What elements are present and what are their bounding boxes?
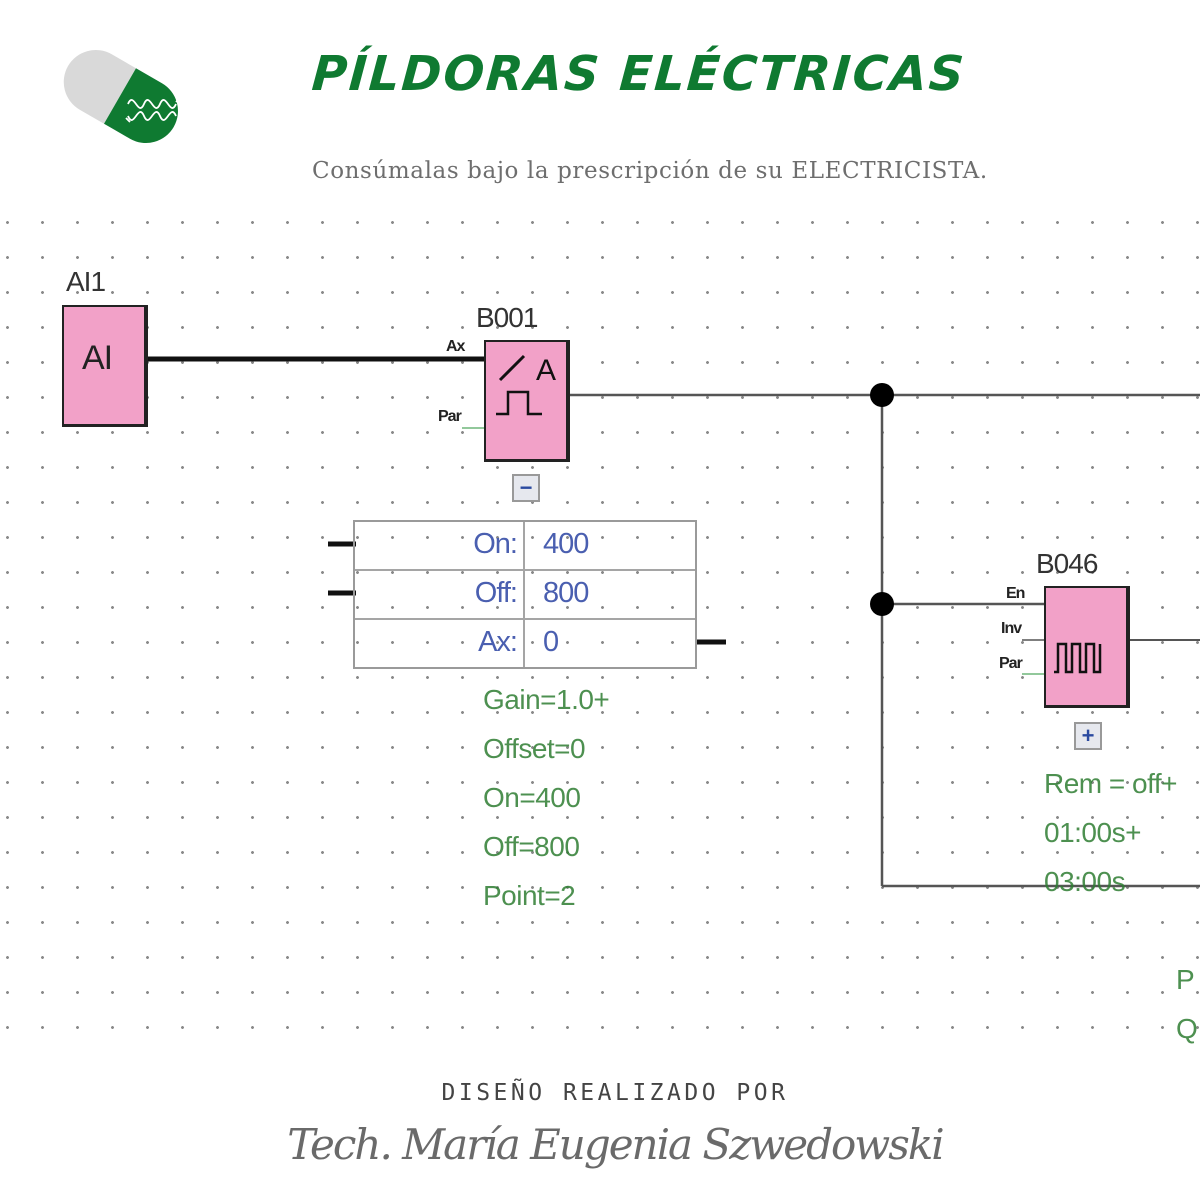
analog-threshold-trigger-icon: A [496, 354, 556, 416]
table-row-label: Ax: [478, 626, 518, 658]
b046-block[interactable] [1044, 586, 1130, 708]
b046-expand-toggle[interactable]: + [1074, 722, 1102, 750]
b001-block-name: B001 [476, 302, 538, 333]
table-row: Off: 800 [355, 571, 695, 620]
author-signature: Tech. María Eugenia Szwedowski [287, 1120, 944, 1169]
b001-param-table: On: 400 Off: 800 Ax: 0 [353, 520, 697, 669]
table-row-label: On: [473, 528, 518, 560]
table-row-value[interactable]: 400 [543, 528, 589, 560]
table-row-label: Off: [474, 577, 518, 609]
b046-pin-par: Par [999, 655, 1023, 672]
b001-param: Gain=1.0+ [483, 684, 610, 715]
b001-block[interactable]: A [484, 340, 570, 462]
ai1-block-name: AI1 [66, 266, 106, 297]
page-subtitle: Consúmalas bajo la prescripción de su EL… [312, 158, 988, 184]
table-row: Ax: 0 [355, 620, 695, 669]
b046-param: 01:00s+ [1044, 817, 1141, 848]
b001-param: Offset=0 [483, 733, 586, 764]
pulse-generator-icon [1054, 642, 1102, 674]
svg-text:A: A [536, 354, 556, 387]
b046-param: 03:00s [1044, 866, 1126, 897]
partial-label: Q [1176, 1013, 1198, 1044]
footer-label: DISEÑO REALIZADO POR [441, 1080, 789, 1106]
coil-icon [125, 97, 181, 123]
b001-param: On=400 [483, 782, 581, 813]
ai1-block-label: AI [82, 339, 113, 377]
b046-pin-inv: Inv [1001, 620, 1022, 637]
b001-collapse-toggle[interactable]: − [512, 474, 540, 502]
table-column-divider [523, 522, 525, 667]
b046-param: Rem = off+ [1044, 768, 1178, 799]
table-row-value[interactable]: 800 [543, 577, 589, 609]
b001-pin-par: Par [438, 408, 462, 425]
b046-block-name: B046 [1036, 548, 1098, 579]
junction-dot [870, 592, 894, 616]
pill-capsule-icon [63, 50, 181, 143]
b001-param: Off=800 [483, 831, 580, 862]
partial-label: P [1176, 964, 1195, 995]
logo [40, 36, 200, 156]
junction-dot [870, 383, 894, 407]
b046-pin-en: En [1006, 585, 1025, 602]
ai1-block[interactable]: AI [62, 305, 148, 427]
b001-param: Point=2 [483, 880, 576, 911]
b001-pin-ax: Ax [446, 338, 465, 355]
dot-grid-canvas [0, 205, 1200, 1045]
table-row: On: 400 [355, 522, 695, 571]
table-row-value[interactable]: 0 [543, 626, 559, 658]
